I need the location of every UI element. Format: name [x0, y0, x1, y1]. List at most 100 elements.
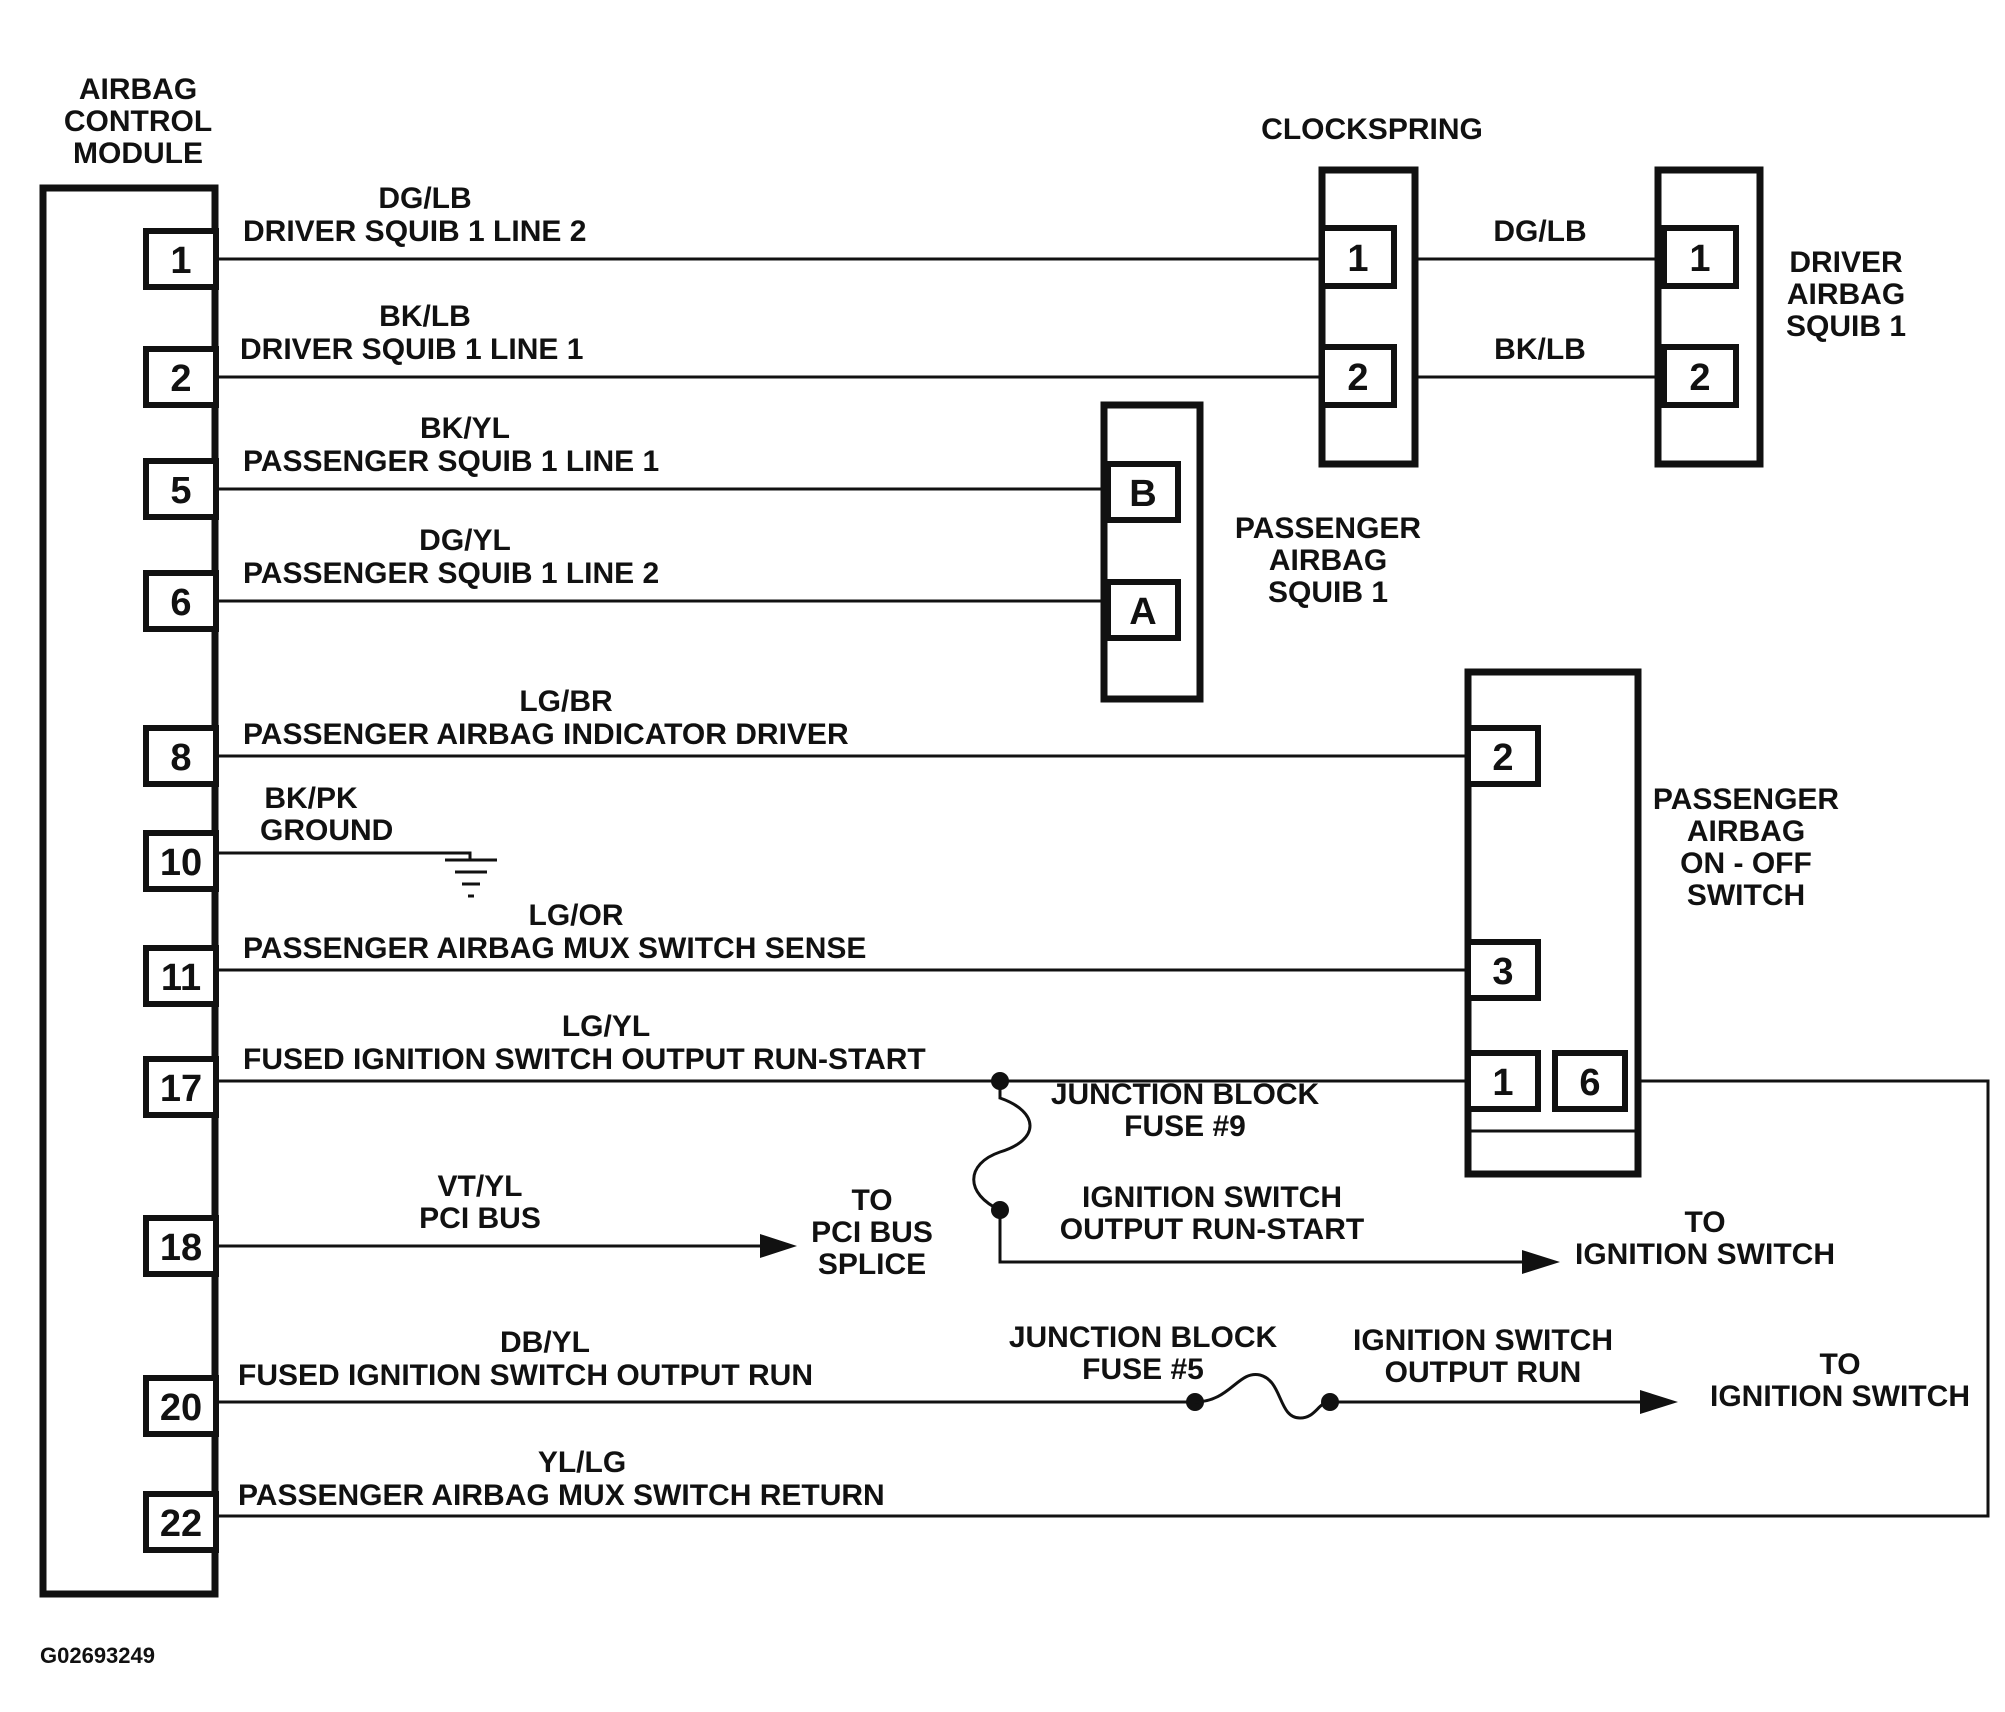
acm-pin-5: 5	[143, 458, 219, 520]
wire-color-label: YL/LG	[538, 1446, 626, 1479]
fuse-5-label-line-2: FUSE #5	[1082, 1353, 1204, 1386]
clockspring-pin-label: 1	[1347, 238, 1368, 280]
fuse-5-branch: JUNCTION BLOCK FUSE #5 IGNITION SWITCH O…	[1009, 1321, 1970, 1420]
acm-pin-label: 1	[170, 240, 191, 282]
wire-color-label: VT/YL	[437, 1170, 522, 1203]
passenger-squib-title-line-2: AIRBAG	[1269, 544, 1387, 577]
switch-pin-box	[1465, 1050, 1541, 1112]
acm-pin-8: 8	[143, 725, 219, 787]
passenger-airbag-squib: B A PASSENGER AIRBAG SQUIB 1	[1100, 401, 1421, 703]
clockspring-pin-1: 1	[1319, 225, 1397, 289]
passenger-squib-body	[1100, 401, 1204, 703]
acm-pin-box	[143, 1215, 219, 1277]
wire-color-label: LG/BR	[519, 685, 613, 718]
acm-pin-label: 8	[170, 737, 191, 779]
driver-squib-pin-2: 2	[1661, 344, 1739, 408]
acm-pin-box	[143, 346, 219, 408]
acm-pin-6: 6	[143, 570, 219, 632]
wire-color-label: DG/LB	[1493, 215, 1586, 248]
switch-pin-3: 3	[1465, 939, 1541, 1001]
passenger-squib-pin-box	[1105, 579, 1181, 641]
fuse-9-label-line-1: JUNCTION BLOCK	[1051, 1078, 1320, 1111]
driver-airbag-squib: 1 2 DRIVER AIRBAG SQUIB 1	[1654, 166, 1906, 468]
switch-title-line-3: ON - OFF	[1680, 847, 1812, 880]
ground-symbol	[445, 858, 497, 898]
wire-color-label: LG/YL	[562, 1010, 650, 1043]
switch-pin-box	[1552, 1050, 1628, 1112]
ign-run-start-line-2: OUTPUT RUN-START	[1060, 1213, 1364, 1246]
circuit-name-label: PASSENGER AIRBAG INDICATOR DRIVER	[243, 718, 849, 751]
arrow-to-ignition-switch-1	[1522, 1250, 1560, 1274]
acm-pin-label: 10	[160, 842, 202, 884]
acm-pin-22: 22	[143, 1491, 219, 1553]
passenger-squib-pin-label: B	[1129, 473, 1156, 515]
arrow-to-pci-bus	[760, 1234, 797, 1258]
acm-pin-2: 2	[143, 346, 219, 408]
acm-pin-box	[143, 1491, 219, 1553]
passenger-squib-pin-a: A	[1105, 579, 1181, 641]
driver-squib-pin-box	[1661, 344, 1739, 408]
driver-squib-title-line-1: DRIVER	[1789, 246, 1903, 279]
to-pci-line-1: TO	[851, 1184, 892, 1217]
switch-pin-label: 1	[1492, 1062, 1513, 1104]
wire-pin-10	[216, 851, 472, 860]
circuit-name-label: PASSENGER AIRBAG MUX SWITCH RETURN	[238, 1479, 885, 1512]
acm-pin-11: 11	[143, 945, 219, 1007]
wire-color-label: BK/LB	[379, 300, 471, 333]
passenger-airbag-onoff-switch: 2 3 1 6 PASSENGER AIRBAG ON - OFF SWITCH	[1464, 668, 1839, 1178]
switch-pin-2: 2	[1465, 725, 1541, 787]
clockspring-pin-box	[1319, 225, 1397, 289]
acm-pin-10: 10	[143, 830, 219, 892]
circuit-labels: DG/LB DRIVER SQUIB 1 LINE 2 BK/LB DRIVER…	[238, 182, 926, 1512]
wire-color-label: DG/LB	[378, 182, 471, 215]
driver-squib-body	[1654, 166, 1764, 468]
driver-squib-pin-label: 1	[1689, 238, 1710, 280]
wire-color-label: BK/YL	[420, 412, 510, 445]
acm-title-line-2: CONTROL	[64, 105, 212, 138]
circuit-name-label: PASSENGER SQUIB 1 LINE 1	[243, 445, 659, 478]
wire-color-label: BK/PK	[264, 782, 358, 815]
acm-pin-label: 17	[160, 1068, 202, 1110]
acm-pin-1: 1	[143, 228, 219, 290]
acm-pin-box	[143, 830, 219, 892]
switch-title-line-2: AIRBAG	[1687, 815, 1805, 848]
fuse-9-element	[972, 1081, 1522, 1264]
switch-pin-6: 6	[1552, 1050, 1628, 1112]
ign-run-line-2: OUTPUT RUN	[1385, 1356, 1582, 1389]
driver-squib-pin-1: 1	[1661, 225, 1739, 289]
fuse-5-label-line-1: JUNCTION BLOCK	[1009, 1321, 1278, 1354]
acm-pin-label: 11	[161, 957, 201, 999]
ign-run-line-1: IGNITION SWITCH	[1353, 1324, 1613, 1357]
switch-pin-label: 6	[1579, 1062, 1600, 1104]
switch-title-line-4: SWITCH	[1687, 879, 1805, 912]
acm-pin-box	[143, 228, 219, 290]
circuit-name-label: PASSENGER SQUIB 1 LINE 2	[243, 557, 659, 590]
acm-pin-label: 5	[170, 470, 191, 512]
switch-pin-label: 2	[1492, 737, 1513, 779]
wire-color-label: DG/YL	[419, 524, 511, 557]
acm-pin-box	[143, 1375, 219, 1437]
clockspring-body	[1318, 166, 1419, 468]
ign-run-start-line-1: IGNITION SWITCH	[1082, 1181, 1342, 1214]
switch-pin-label: 3	[1492, 951, 1513, 993]
to-pci-line-3: SPLICE	[818, 1248, 926, 1281]
figure-code: G02693249	[40, 1643, 155, 1668]
clockspring-pin-box	[1319, 344, 1397, 408]
wire-color-label: BK/LB	[1494, 333, 1586, 366]
to-ignition-switch-2-line-2: IGNITION SWITCH	[1710, 1380, 1970, 1413]
circuit-name-label: DRIVER SQUIB 1 LINE 2	[243, 215, 586, 248]
circuit-name-label: FUSED IGNITION SWITCH OUTPUT RUN	[238, 1359, 813, 1392]
acm-pin-label: 6	[170, 582, 191, 624]
fuse-9-label-line-2: FUSE #9	[1124, 1110, 1246, 1143]
acm-title-line-1: AIRBAG	[79, 73, 197, 106]
wire-color-label: LG/OR	[529, 899, 624, 932]
switch-pin-box	[1465, 725, 1541, 787]
passenger-squib-pin-box	[1105, 461, 1181, 523]
driver-squib-title-line-2: AIRBAG	[1787, 278, 1905, 311]
wire-pin-22-return	[216, 1079, 1990, 1518]
driver-squib-pin-label: 2	[1689, 357, 1710, 399]
to-ignition-switch-1-line-1: TO	[1684, 1206, 1725, 1239]
acm-pin-17: 17	[143, 1056, 219, 1118]
acm-pin-box	[143, 570, 219, 632]
